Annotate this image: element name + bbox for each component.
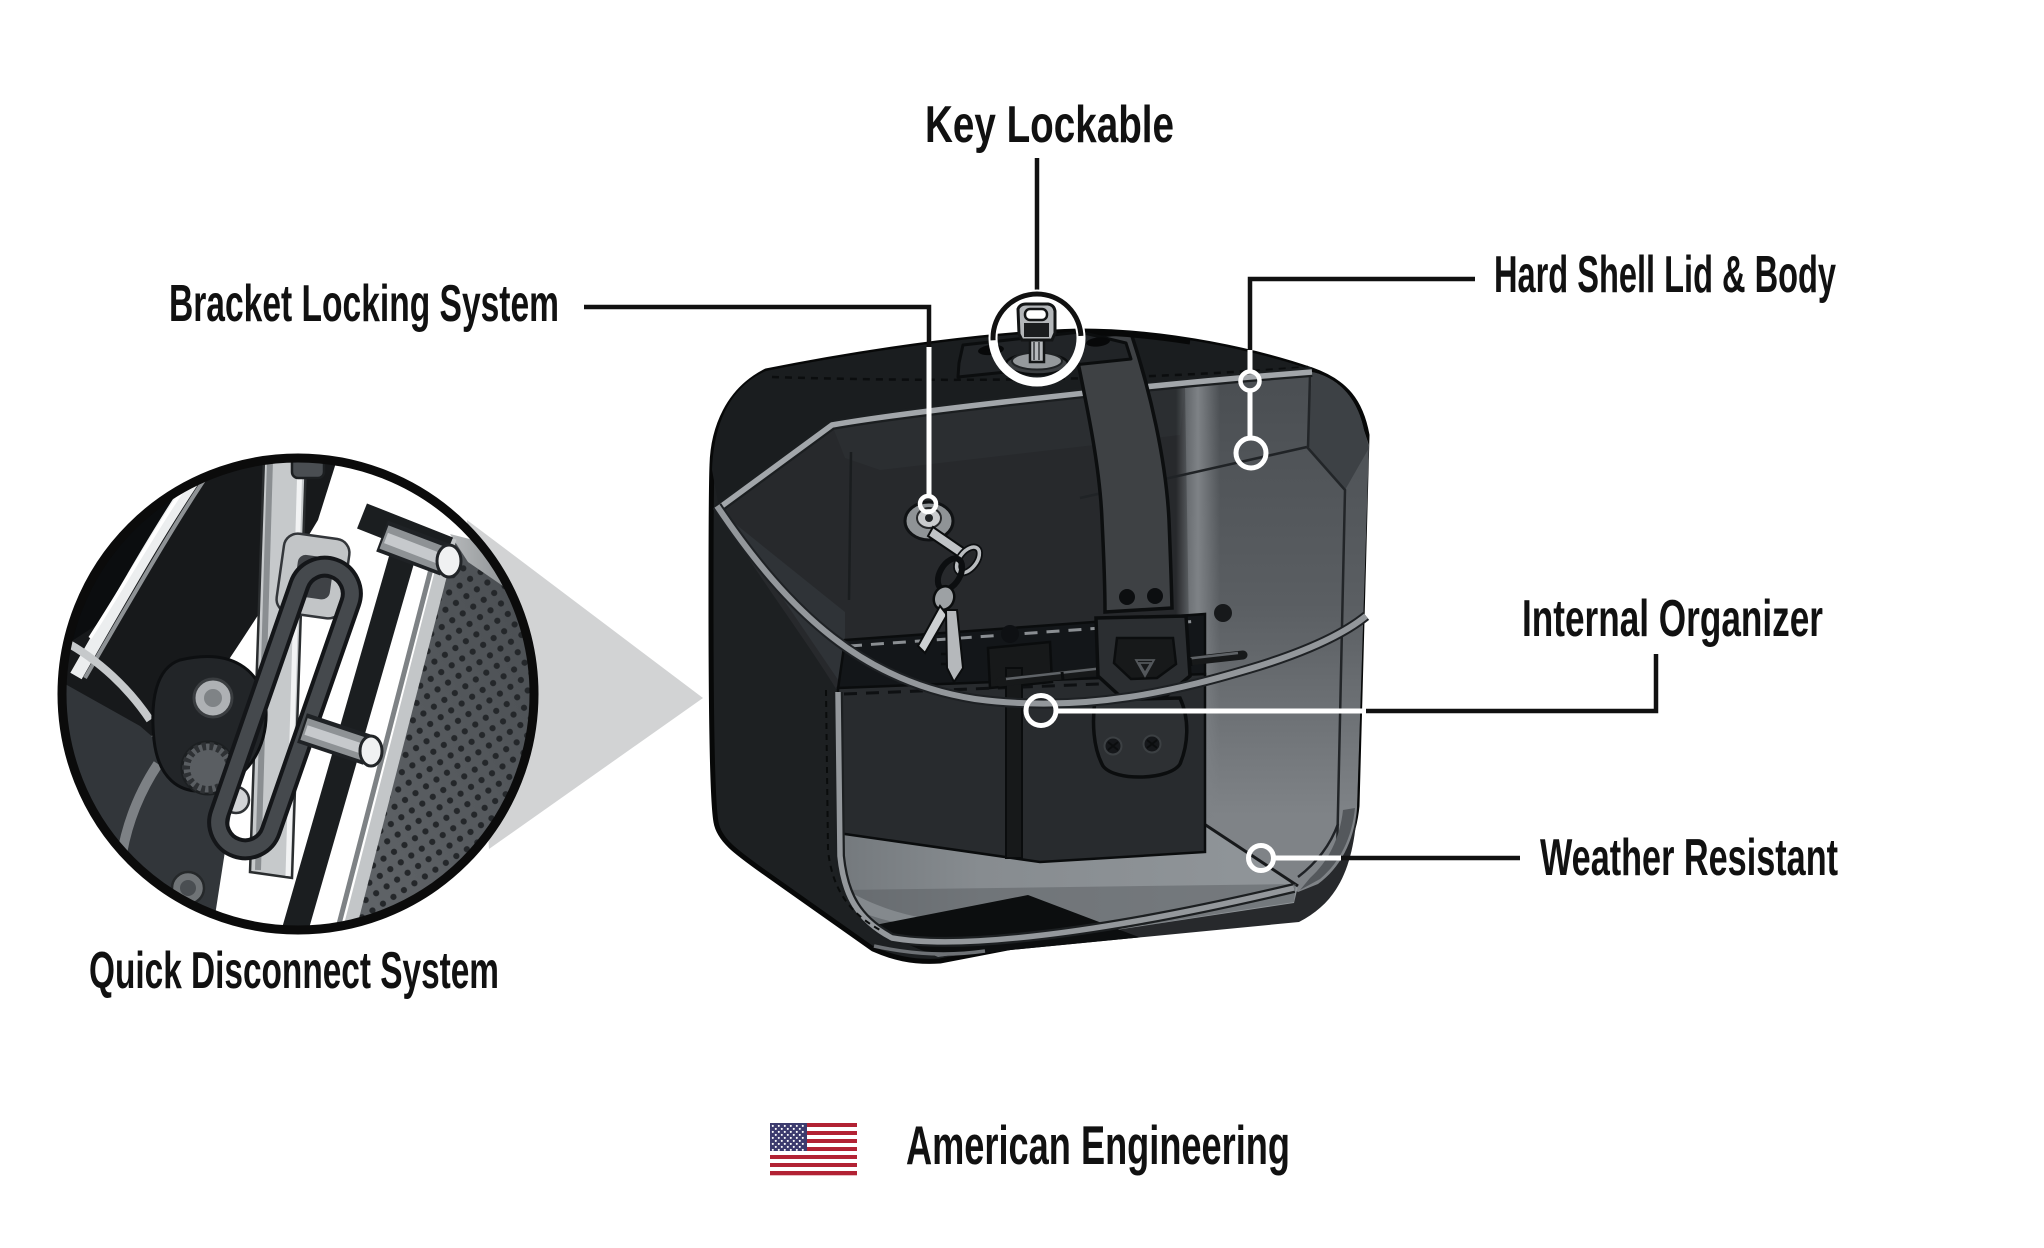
svg-text:Quick Disconnect System: Quick Disconnect System bbox=[89, 942, 499, 1000]
svg-text:Internal Organizer: Internal Organizer bbox=[1522, 590, 1823, 648]
svg-text:American Engineering: American Engineering bbox=[906, 1114, 1290, 1176]
svg-text:Bracket Locking System: Bracket Locking System bbox=[169, 275, 559, 333]
svg-text:Hard Shell Lid & Body: Hard Shell Lid & Body bbox=[1494, 246, 1836, 304]
svg-text:Weather Resistant: Weather Resistant bbox=[1540, 829, 1838, 887]
svg-text:Key Lockable: Key Lockable bbox=[925, 96, 1174, 154]
